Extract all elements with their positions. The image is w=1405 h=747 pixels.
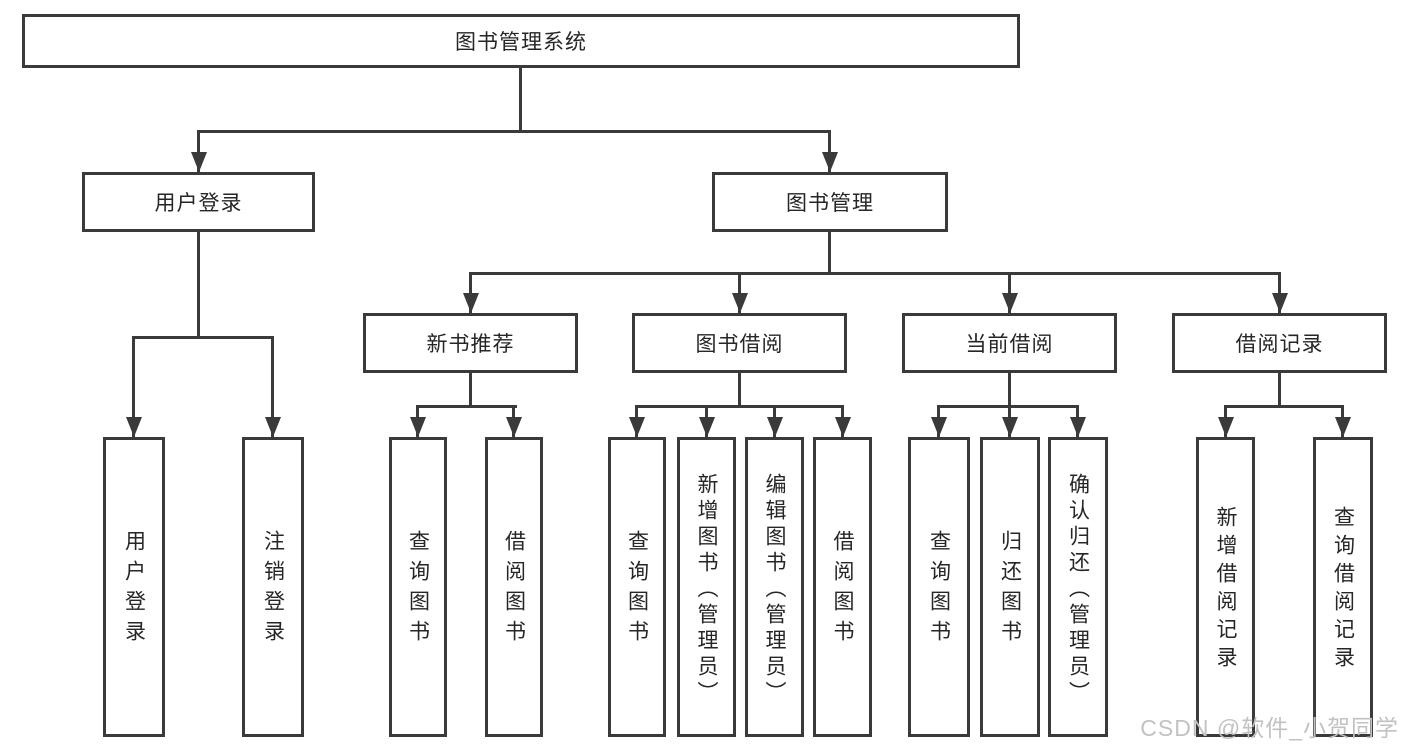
connector-user-login-branch — [132, 336, 274, 339]
arrow-to-current-borrow-icon — [1001, 272, 1018, 313]
node-book-management: 图书管理 — [712, 172, 948, 232]
leaf-recommend-borrow-book: 借阅图书 — [485, 437, 543, 737]
connector-book-management-branch — [469, 272, 1281, 275]
leaf-logout: 注销登录 — [242, 437, 304, 737]
leaf-current-confirm-return-admin: 确认归还（管理员） — [1048, 437, 1108, 737]
arrow-to-current-confirm-icon — [1069, 405, 1086, 437]
arrow-to-leaf-logout-icon — [264, 336, 281, 437]
arrow-to-borrow-query-icon — [628, 405, 645, 437]
connector-root-branch — [197, 130, 831, 133]
connector-recommend-branch — [416, 405, 517, 408]
arrow-to-recommend-query-icon — [409, 405, 426, 437]
arrow-to-borrow-add-icon — [698, 405, 715, 437]
leaf-current-return-book: 归还图书 — [980, 437, 1040, 737]
node-root: 图书管理系统 — [22, 14, 1020, 68]
connector-borrow-branch — [635, 405, 844, 408]
arrow-to-new-book-recommend-icon — [462, 272, 479, 313]
arrow-to-borrow-records-icon — [1271, 272, 1288, 313]
arrow-to-book-borrow-icon — [731, 272, 748, 313]
node-borrow-records: 借阅记录 — [1172, 313, 1387, 373]
node-user-login: 用户登录 — [82, 172, 315, 232]
leaf-borrow-query-book: 查询图书 — [608, 437, 666, 737]
leaf-borrow-edit-book-admin: 编辑图书（管理员） — [745, 437, 804, 737]
arrow-to-borrow-edit-icon — [766, 405, 783, 437]
arrow-to-borrow-borrow-icon — [834, 405, 851, 437]
connector-root-stem — [519, 68, 522, 130]
node-book-borrow: 图书借阅 — [632, 313, 847, 373]
connector-book-management-stem — [828, 232, 831, 272]
connector-user-login-stem — [197, 232, 200, 336]
connector-current-stem — [1008, 373, 1011, 405]
arrow-to-book-management-icon — [821, 130, 838, 172]
connector-borrow-stem — [738, 373, 741, 405]
connector-records-stem — [1278, 373, 1281, 405]
arrow-to-records-query-icon — [1334, 405, 1351, 437]
connector-records-branch — [1224, 405, 1344, 408]
leaf-recommend-query-book: 查询图书 — [389, 437, 447, 737]
arrow-to-current-return-icon — [1001, 405, 1018, 437]
leaf-records-add-record: 新增借阅记录 — [1196, 437, 1255, 737]
node-current-borrow: 当前借阅 — [902, 313, 1117, 373]
csdn-watermark: CSDN @软件_小贺同学 — [1140, 715, 1399, 741]
leaf-borrow-add-book-admin: 新增图书（管理员） — [677, 437, 736, 737]
arrow-to-current-query-icon — [930, 405, 947, 437]
arrow-to-user-login-icon — [190, 130, 207, 172]
arrow-to-leaf-user-login-icon — [125, 336, 142, 437]
leaf-current-query-book: 查询图书 — [908, 437, 970, 737]
arrow-to-recommend-borrow-icon — [505, 405, 522, 437]
arrow-to-records-add-icon — [1217, 405, 1234, 437]
leaf-user-login: 用户登录 — [103, 437, 165, 737]
node-new-book-recommend: 新书推荐 — [363, 313, 578, 373]
connector-recommend-stem — [469, 373, 472, 405]
leaf-records-query-record: 查询借阅记录 — [1313, 437, 1373, 737]
leaf-borrow-borrow-book: 借阅图书 — [813, 437, 872, 737]
